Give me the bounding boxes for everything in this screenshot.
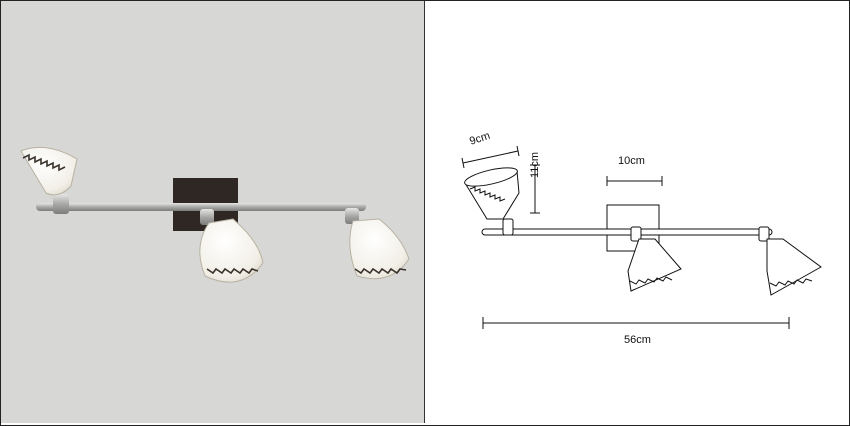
product-photo	[1, 1, 424, 423]
dimension-drawing: 9cm 11cm 10cm 56cm	[425, 1, 848, 423]
shade-height-label: 11cm	[529, 151, 541, 178]
left-spotlight	[20, 146, 78, 214]
total-length-label: 56cm	[624, 334, 651, 346]
spotlight-line-drawing	[461, 145, 822, 329]
track-bar	[36, 203, 366, 211]
middle-spotlight	[199, 209, 264, 283]
right-spotlight	[345, 208, 410, 280]
ceiling-spotlight-photo	[20, 146, 410, 283]
base-width-label: 10cm	[618, 155, 645, 167]
panel-divider	[424, 1, 425, 423]
